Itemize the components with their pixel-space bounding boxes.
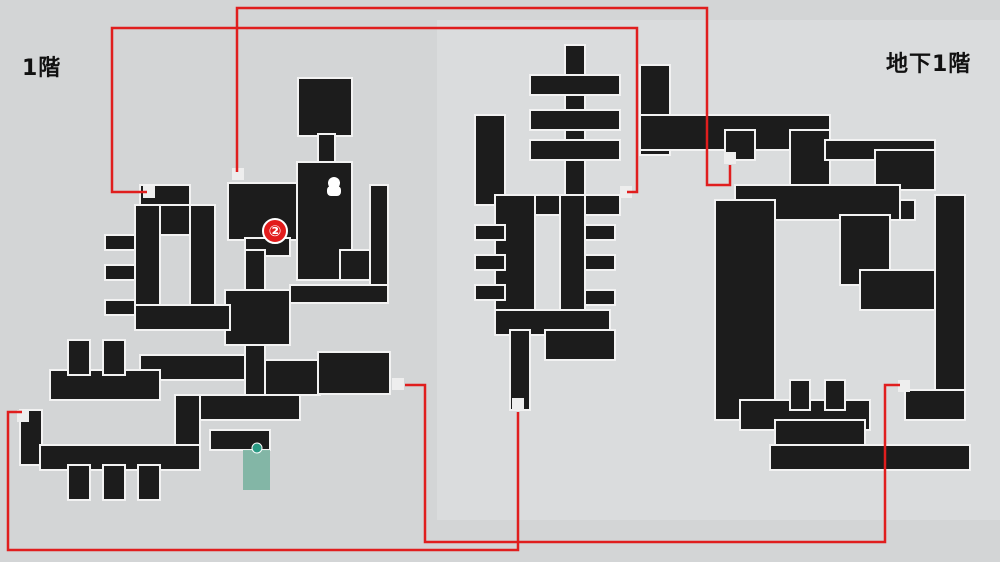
location-marker[interactable]: ②: [262, 218, 288, 244]
basement-floor-label: 地下1階: [886, 52, 972, 77]
elevator[interactable]: [243, 442, 270, 490]
basement-rooms: [474, 44, 971, 471]
first-floor-rooms: [19, 77, 391, 501]
cat-icon: [327, 177, 341, 196]
route-lines: [6, 6, 900, 552]
first-floor-label: 1階: [22, 56, 62, 81]
stairs-icon[interactable]: [17, 152, 910, 422]
